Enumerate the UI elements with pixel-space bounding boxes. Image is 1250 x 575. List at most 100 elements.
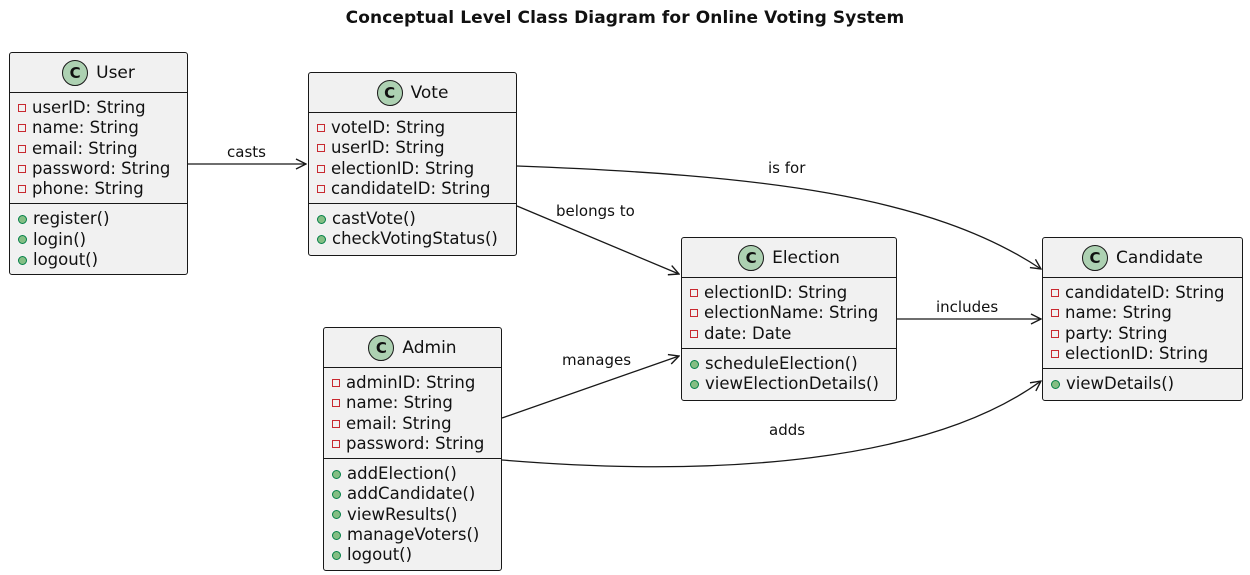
class-name: Candidate	[1116, 247, 1203, 268]
operation-text: register()	[33, 209, 110, 229]
private-icon	[18, 104, 26, 113]
public-icon	[690, 359, 699, 369]
public-icon	[18, 255, 27, 265]
operation-text: checkVotingStatus()	[332, 229, 498, 249]
operation: scheduleElection()	[682, 354, 896, 374]
attribute: date: Date	[682, 324, 896, 344]
class-badge-icon: C	[62, 59, 89, 86]
attribute-text: candidateID: String	[331, 178, 491, 198]
attribute: adminID: String	[324, 373, 501, 393]
class-election[interactable]: C Election electionID: String electionNa…	[681, 237, 897, 401]
attribute-text: party: String	[1065, 323, 1168, 343]
public-icon	[332, 530, 341, 540]
private-icon	[1051, 289, 1059, 298]
class-candidate[interactable]: C Candidate candidateID: String name: St…	[1042, 237, 1243, 401]
class-vote[interactable]: C Vote voteID: String userID: String ele…	[308, 72, 517, 256]
operation: checkVotingStatus()	[309, 229, 516, 249]
attribute-text: email: String	[346, 413, 452, 433]
class-header: C User	[10, 53, 187, 93]
diagram-title: Conceptual Level Class Diagram for Onlin…	[345, 8, 905, 28]
attribute-text: name: String	[32, 118, 139, 138]
attribute: password: String	[10, 159, 187, 179]
operation-text: viewElectionDetails()	[705, 374, 879, 394]
operation: viewDetails()	[1043, 374, 1242, 394]
operation-text: logout()	[33, 250, 99, 270]
attribute: name: String	[10, 118, 187, 138]
operation: login()	[10, 230, 187, 250]
attribute: candidateID: String	[309, 179, 516, 199]
private-icon	[690, 289, 698, 298]
attribute: name: String	[324, 393, 501, 413]
attribute: voteID: String	[309, 118, 516, 138]
operations-section: register() login() logout()	[10, 204, 187, 274]
attribute: electionName: String	[682, 303, 896, 323]
public-icon	[332, 510, 341, 520]
class-name: Vote	[410, 82, 449, 103]
operation-text: logout()	[347, 545, 413, 565]
attribute: userID: String	[309, 138, 516, 158]
attributes-section: voteID: String userID: String electionID…	[309, 113, 516, 205]
attribute-text: password: String	[32, 158, 171, 178]
class-admin[interactable]: C Admin adminID: String name: String ema…	[323, 327, 502, 571]
attributes-section: userID: String name: String email: Strin…	[10, 93, 187, 205]
edge-is-for	[516, 165, 1041, 269]
class-user[interactable]: C User userID: String name: String email…	[9, 52, 188, 275]
operation: addCandidate()	[324, 484, 501, 504]
attribute-text: name: String	[346, 393, 453, 413]
attribute: candidateID: String	[1043, 283, 1242, 303]
attribute-text: userID: String	[32, 98, 146, 117]
attributes-section: adminID: String name: String email: Stri…	[324, 368, 501, 460]
operation-text: scheduleElection()	[705, 353, 858, 373]
private-icon	[18, 144, 26, 153]
attribute: userID: String	[10, 98, 187, 118]
attribute: electionID: String	[682, 283, 896, 303]
private-icon	[690, 309, 698, 318]
operations-section: addElection() addCandidate() viewResults…	[324, 459, 501, 569]
operations-section: viewDetails()	[1043, 369, 1242, 398]
attributes-section: candidateID: String name: String party: …	[1043, 278, 1242, 370]
operation: logout()	[324, 545, 501, 565]
public-icon	[317, 235, 326, 245]
private-icon	[18, 185, 26, 194]
class-header: C Candidate	[1043, 238, 1242, 278]
private-icon	[1051, 350, 1059, 359]
operation: castVote()	[309, 209, 516, 229]
class-badge-icon: C	[1082, 244, 1109, 271]
label-manages: manages	[562, 351, 632, 369]
operation: register()	[10, 209, 187, 229]
public-icon	[18, 215, 27, 225]
class-header: C Admin	[324, 328, 501, 368]
operation-text: manageVoters()	[347, 525, 480, 545]
attributes-section: electionID: String electionName: String …	[682, 278, 896, 349]
attribute-text: candidateID: String	[1065, 283, 1225, 302]
attribute-text: voteID: String	[331, 118, 446, 137]
operation-text: login()	[33, 229, 87, 249]
class-badge-icon: C	[738, 244, 765, 271]
public-icon	[1051, 379, 1060, 389]
private-icon	[18, 165, 26, 174]
private-icon	[1051, 309, 1059, 318]
operation-text: addCandidate()	[347, 484, 476, 504]
private-icon	[332, 399, 340, 408]
operation-text: castVote()	[332, 209, 416, 229]
attribute: electionID: String	[1043, 344, 1242, 364]
edge-belongs-to	[516, 205, 679, 274]
operation: manageVoters()	[324, 525, 501, 545]
public-icon	[317, 214, 326, 224]
public-icon	[332, 469, 341, 479]
class-badge-icon: C	[376, 79, 403, 106]
attribute-text: email: String	[32, 138, 138, 158]
attribute-text: adminID: String	[346, 373, 476, 392]
attribute-text: electionName: String	[704, 303, 879, 323]
label-casts: casts	[227, 143, 266, 161]
attribute-text: userID: String	[331, 138, 445, 158]
private-icon	[317, 185, 325, 194]
private-icon	[317, 124, 325, 133]
operation: viewElectionDetails()	[682, 374, 896, 394]
operations-section: castVote() checkVotingStatus()	[309, 204, 516, 254]
attribute-text: electionID: String	[331, 158, 475, 178]
class-name: Election	[772, 247, 840, 268]
operations-section: scheduleElection() viewElectionDetails()	[682, 349, 896, 399]
private-icon	[332, 419, 340, 428]
